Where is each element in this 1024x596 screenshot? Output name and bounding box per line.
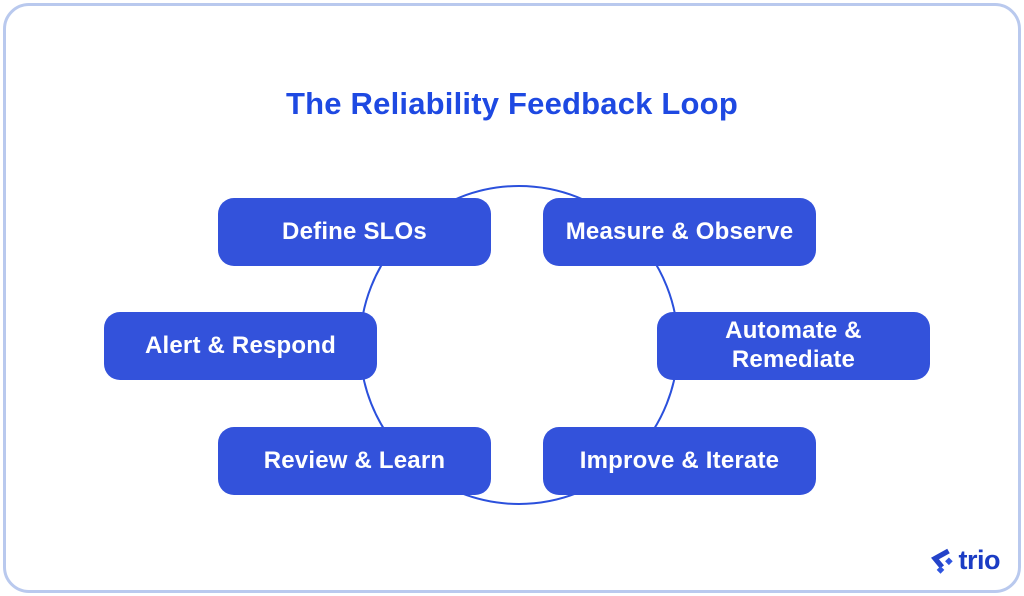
trio-logo-text: trio [958, 545, 1001, 575]
node-measure-observe: Measure & Observe [543, 198, 816, 266]
trio-logo-icon [930, 548, 953, 574]
node-alert-respond: Alert & Respond [104, 312, 377, 380]
node-label: Define SLOs [282, 217, 427, 245]
node-label: Automate & Remediate [725, 317, 862, 373]
node-review-learn: Review & Learn [218, 427, 491, 495]
node-improve-iterate: Improve & Iterate [543, 427, 816, 495]
trio-logo: trio [930, 545, 1001, 575]
node-label: Measure & Observe [565, 217, 794, 245]
node-label: Improve & Iterate [579, 446, 780, 474]
node-define-slos: Define SLOs [218, 198, 491, 266]
node-label: Review & Learn [263, 446, 446, 474]
card: The Reliability Feedback Loop Define SLO… [3, 3, 1021, 593]
page-title: The Reliability Feedback Loop [286, 86, 738, 121]
node-label: Alert & Respond [144, 331, 336, 359]
node-automate-remediate: Automate & Remediate [657, 312, 930, 380]
